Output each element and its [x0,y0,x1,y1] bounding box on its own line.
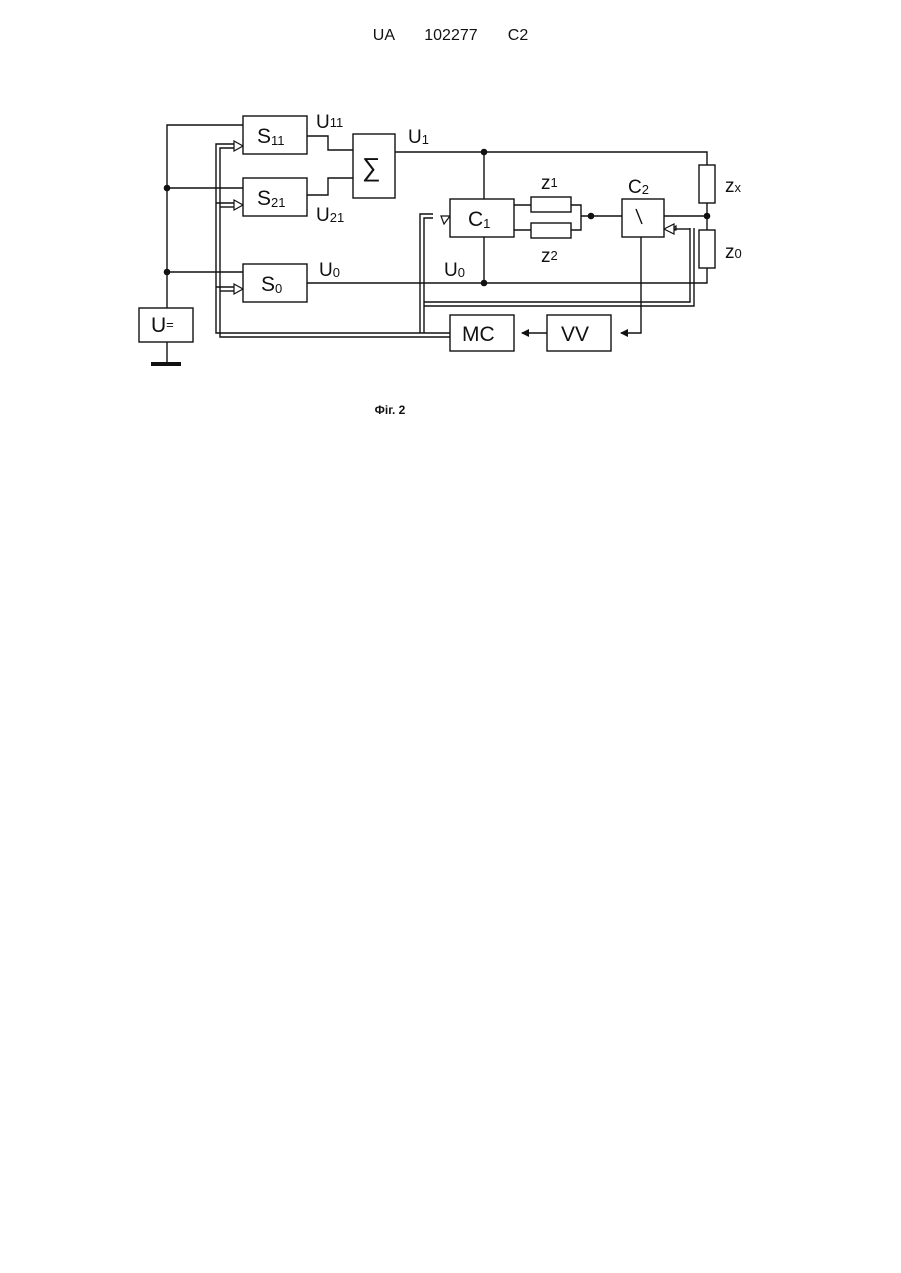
resistor-z2 [531,223,571,238]
block-mc: MC [450,315,514,351]
switch-block-s11: S11 [243,116,307,154]
bus-arrow-icon [234,200,243,210]
junction-dot [164,269,171,276]
block-vv: VV [547,315,611,351]
junction-dot [588,213,595,220]
dc-source-block: U= [139,308,193,342]
switch-block-s0: S0 [243,264,307,302]
sigma-icon: ∑ [362,152,381,182]
bus-arrow-icon [441,216,450,224]
resistor-zx [699,165,715,203]
label-u21: U21 [316,205,344,226]
wire-u0 [307,268,707,283]
label-zx: zx [725,176,742,197]
wire-c2-to-vv [621,237,641,333]
bus-arrow-icon [234,284,243,294]
source-subscript: = [166,317,174,332]
label-u0-c1: U0 [444,260,465,281]
label-z1: z1 [541,173,558,194]
control-bus [216,144,694,337]
circuit-diagram: U= S11 S21 S0 ∑ [0,0,901,430]
comparator-c1: C1 [450,199,514,237]
summing-block: ∑ [353,134,395,198]
figure-caption: Фіг. 2 [330,403,450,417]
junction-dot [164,185,171,192]
label-c2: C2 [628,177,649,198]
label-u0-s0: U0 [319,260,340,281]
svg-text:VV: VV [561,323,589,346]
label-z0: z0 [725,242,742,263]
svg-text:MC: MC [462,323,495,346]
wire-u11 [307,136,353,150]
label-u11: U11 [316,112,343,133]
wire-u1 [395,152,707,165]
resistor-z1 [531,197,571,212]
wire-u21 [307,178,353,195]
label-u1: U1 [408,127,429,148]
switch-block-s21: S21 [243,178,307,216]
label-z2: z2 [541,246,558,267]
resistor-z0 [699,230,715,268]
source-label: U [151,314,166,337]
bus-arrow-icon [664,224,674,234]
bus-arrow-icon [234,141,243,151]
